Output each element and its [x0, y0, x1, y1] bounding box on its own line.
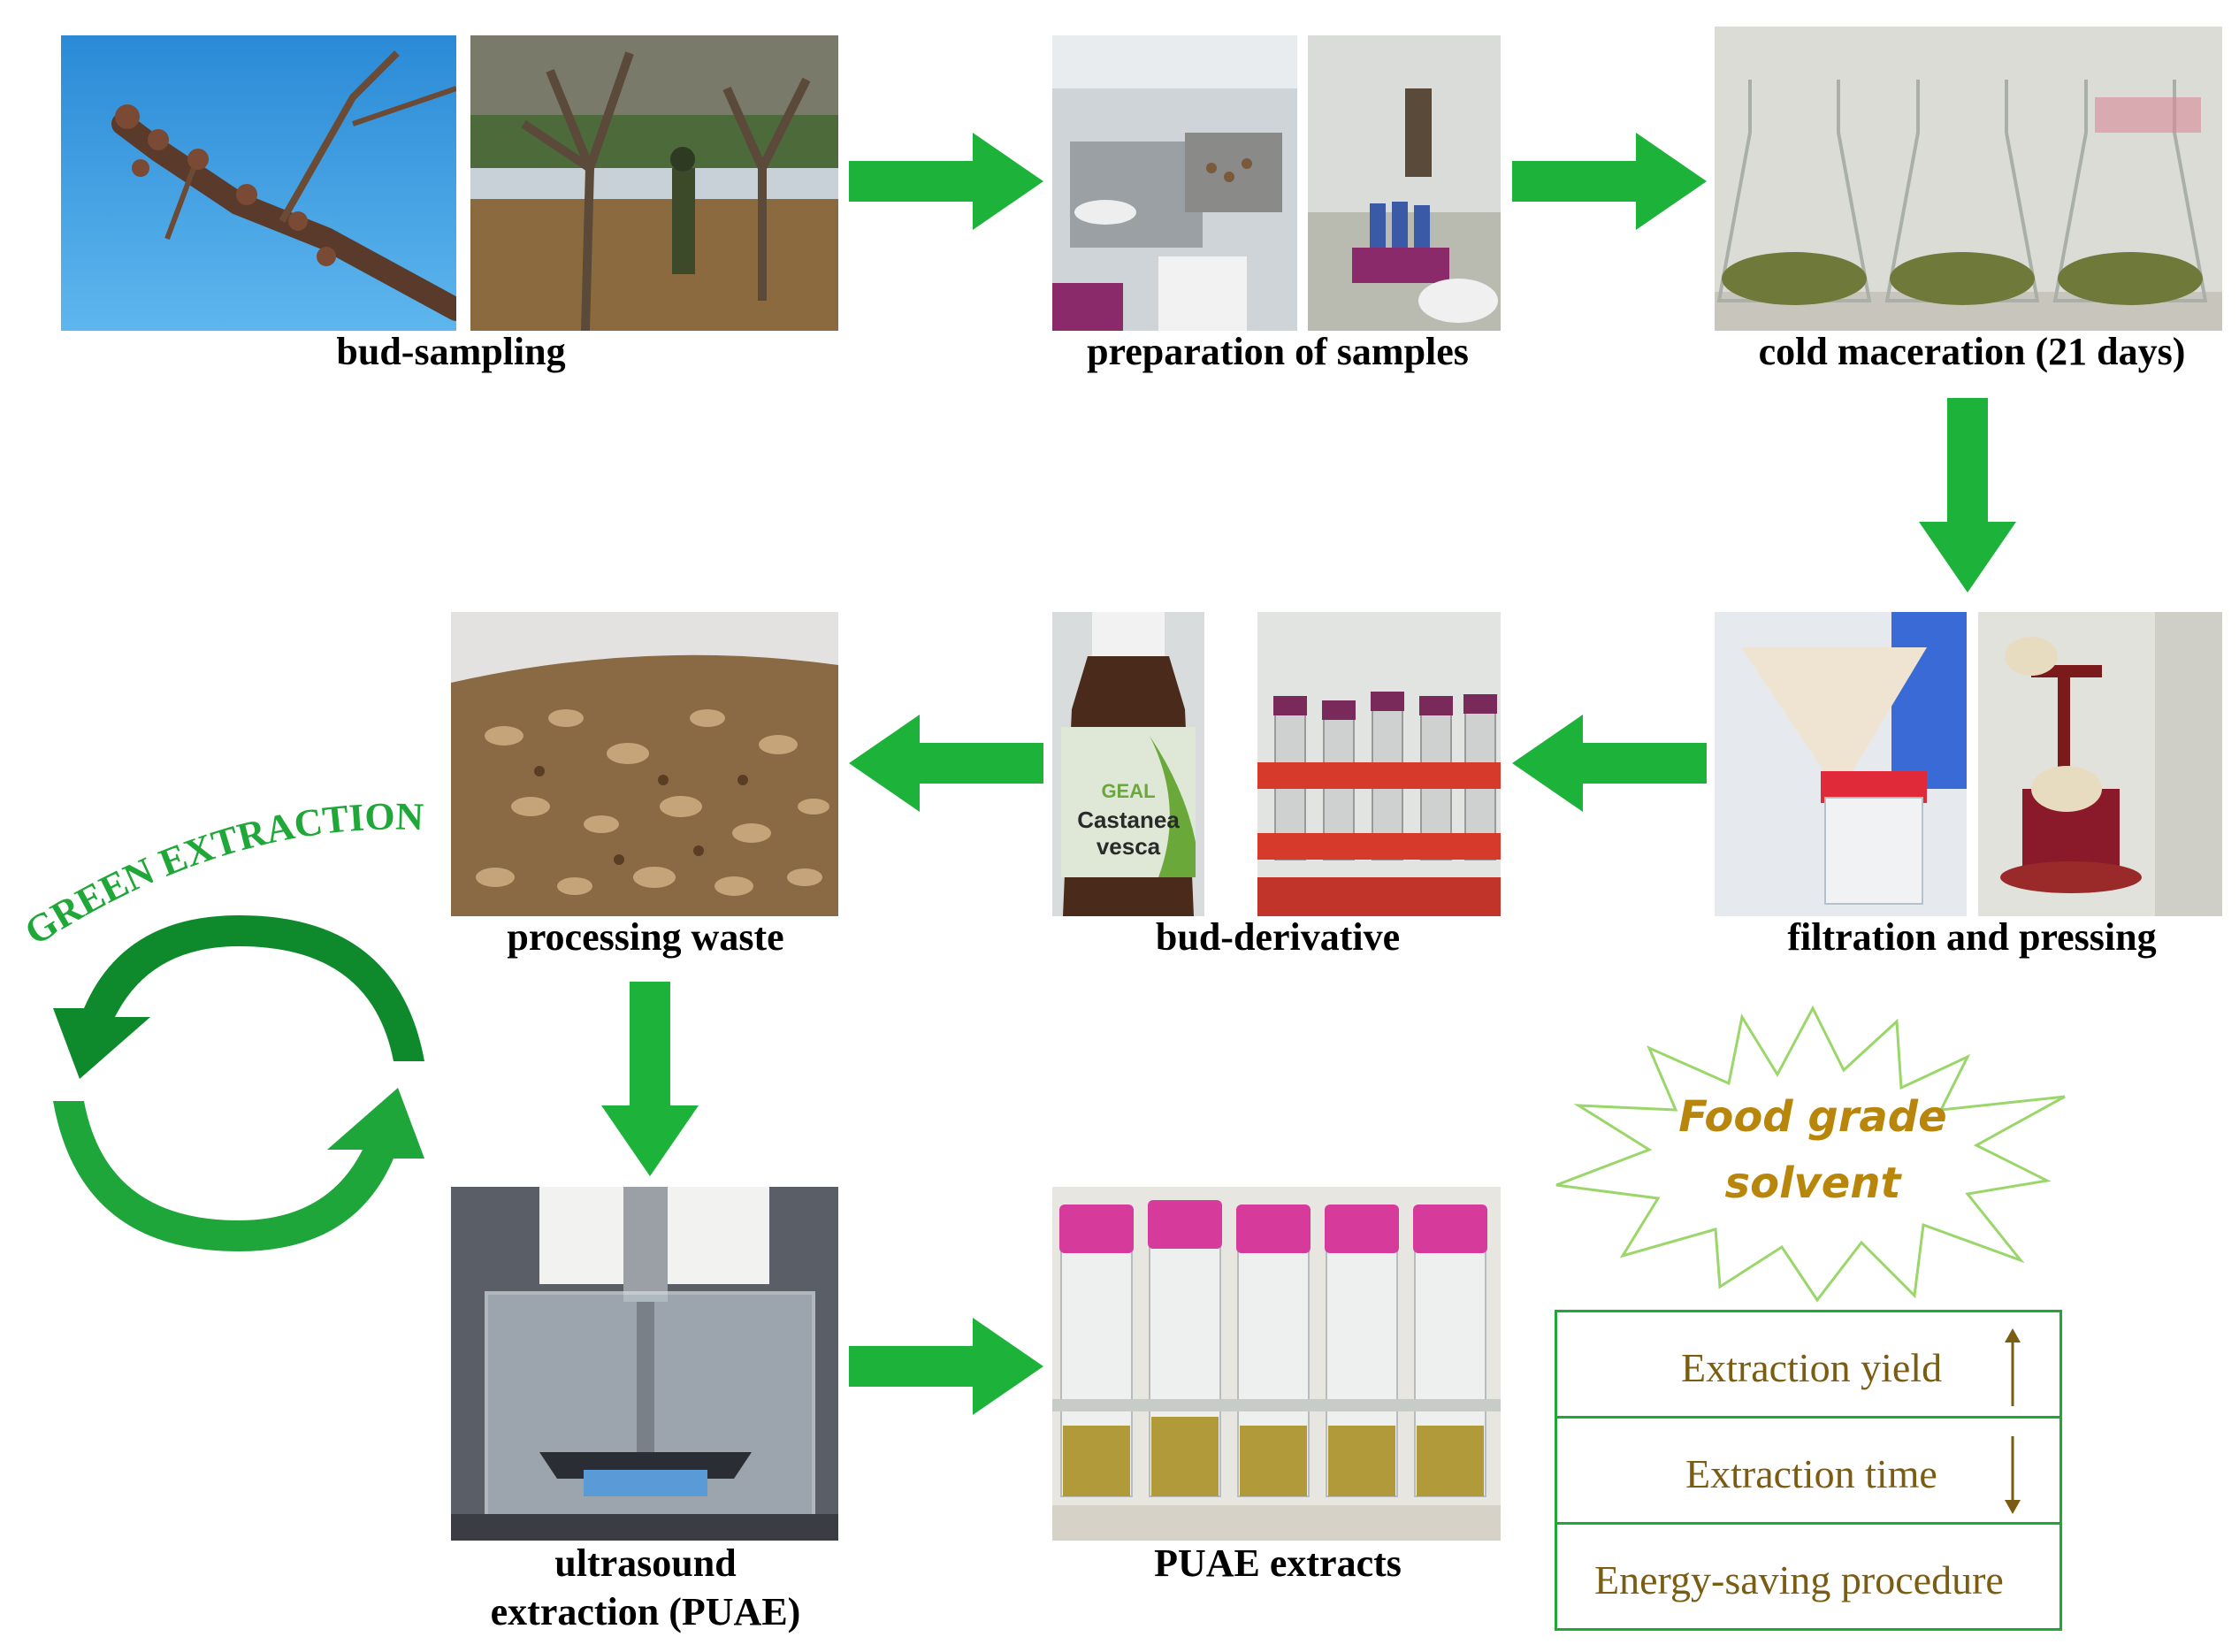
- arrow-right-2: [1512, 133, 1707, 230]
- arrow-right-3: [849, 1318, 1043, 1415]
- food-grade-solvent-burst: Food grade solvent: [1552, 1004, 2074, 1304]
- caption-puae-extracts: PUAE extracts: [1154, 1541, 1402, 1585]
- caption-bud-sampling: bud-sampling: [336, 330, 566, 373]
- burst-line1: Food grade: [1678, 1092, 1947, 1142]
- maceration-flasks-photo: [1715, 27, 2222, 331]
- arrow-down-icon: [2005, 1436, 2021, 1514]
- press-photo: [1978, 612, 2222, 916]
- caption-processing-waste: processing waste: [507, 915, 784, 959]
- bottle-brand: GEAL: [1101, 780, 1156, 802]
- caption-preparation: preparation of samples: [1087, 330, 1469, 373]
- bottle-name-line1: Castanea: [1077, 807, 1180, 833]
- filtration-funnel-photo: [1715, 612, 1967, 916]
- caption-bud-derivative: bud-derivative: [1155, 915, 1401, 959]
- processing-waste-photo: [451, 612, 838, 916]
- property-row-yield: Extraction yield: [1557, 1312, 2059, 1419]
- arrow-up-icon: [2005, 1328, 2021, 1406]
- bottle-name-line2: vesca: [1096, 833, 1161, 860]
- recycle-arrows-icon: [44, 911, 433, 1256]
- property-row-time: Extraction time: [1557, 1419, 2059, 1525]
- arrow-left-2: [1512, 715, 1707, 812]
- orchard-photo: [470, 35, 838, 331]
- caption-filtration: filtration and pressing: [1787, 915, 2157, 959]
- sample-tubes-photo: [1308, 35, 1501, 331]
- lab-balance-photo: [1052, 35, 1297, 331]
- caption-ultrasound: ultrasound extraction (PUAE): [424, 1539, 867, 1636]
- arrow-down-2: [601, 982, 699, 1176]
- puae-extracts-photo: [1052, 1187, 1501, 1541]
- arrow-down-1: [1919, 398, 2016, 593]
- property-label: Extraction time: [1685, 1451, 1937, 1496]
- caption-cold-maceration: cold maceration (21 days): [1758, 330, 2186, 373]
- tube-rack-photo: [1257, 612, 1501, 916]
- bud-branch-photo: [61, 35, 456, 331]
- property-label: Energy-saving procedure: [1594, 1557, 2004, 1602]
- arrow-right-1: [849, 133, 1043, 230]
- caption-ultrasound-line1: ultrasound: [554, 1541, 737, 1585]
- arrow-left-1: [849, 715, 1043, 812]
- ultrasound-device-photo: [451, 1187, 838, 1541]
- burst-line2: solvent: [1724, 1159, 1901, 1208]
- caption-ultrasound-line2: extraction (PUAE): [490, 1590, 801, 1633]
- properties-table: Extraction yield Extraction time Energy-…: [1555, 1310, 2062, 1631]
- property-label: Extraction yield: [1681, 1345, 1943, 1390]
- property-row-energy: Energy-saving procedure: [1557, 1525, 2059, 1628]
- bud-derivative-bottle-photo: GEAL Castanea vesca: [1052, 612, 1204, 916]
